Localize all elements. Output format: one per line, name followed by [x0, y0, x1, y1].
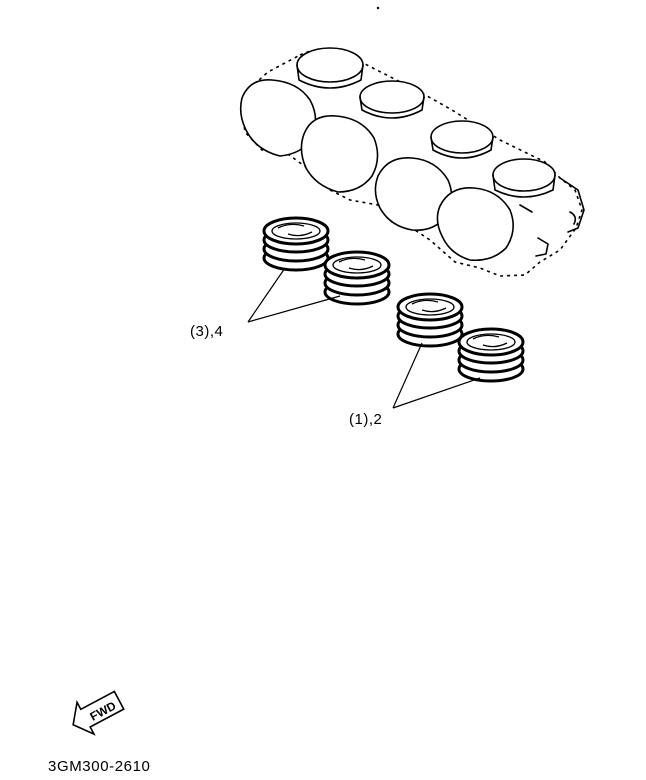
leader-upper	[247, 267, 341, 323]
chamber-lobe-2	[300, 115, 379, 193]
ring-set-lower-left	[396, 292, 464, 348]
ring-set-lower-right	[457, 327, 525, 383]
bore-cap-1	[296, 47, 364, 89]
bore-cap-3	[430, 120, 494, 159]
ring-set-upper-right	[323, 250, 391, 306]
block-end-detail	[519, 177, 585, 257]
cylinder-block	[239, 47, 585, 277]
chamber-lobe-4	[436, 187, 514, 262]
callout-lower-rings: (1),2	[349, 411, 383, 428]
fwd-arrow-icon: FWD	[72, 690, 125, 736]
bore-cap-2	[359, 80, 425, 119]
part-code-label: 3GM300-2610	[48, 758, 151, 775]
bore-cap-4	[492, 158, 556, 198]
callout-upper-rings: (3),4	[190, 323, 224, 340]
ring-set-upper-left	[262, 216, 330, 272]
leader-lower	[392, 342, 481, 409]
stray-dot	[376, 6, 380, 10]
